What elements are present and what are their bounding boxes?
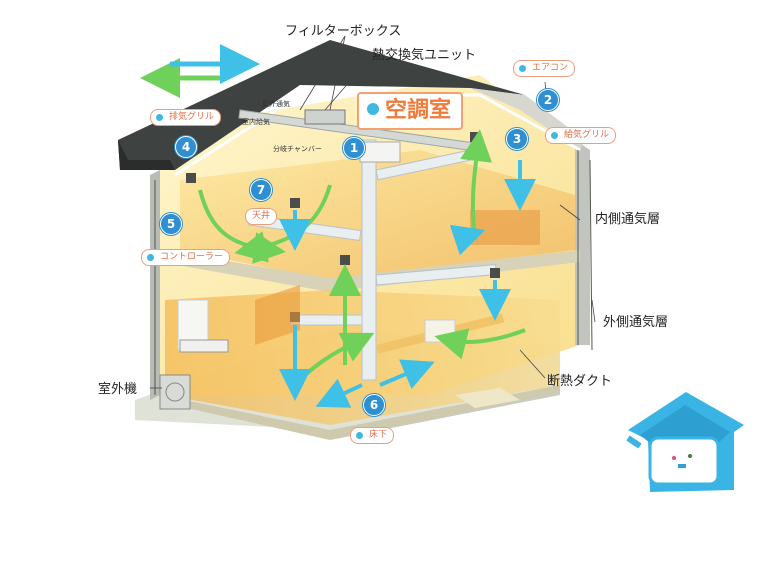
small-label-chamber: 分岐チャンバー (273, 145, 322, 153)
leader-line (591, 299, 596, 323)
label-outer-vent-layer: 外側通気層 (603, 315, 669, 330)
tag-exhaust-grille-text: 排気グリル (169, 112, 215, 122)
number-badge-3: 3 (506, 128, 528, 150)
aircon-unit-box (359, 141, 401, 163)
marker-dot-icon (147, 254, 154, 261)
small-label-indoor-vent: 室内給気 (242, 118, 270, 126)
green-flow-arrow (198, 189, 286, 264)
label-insulated-duct: 断熱ダクト (547, 374, 613, 389)
heat-exchange-unit-box (304, 109, 346, 125)
grille-square (470, 132, 480, 142)
tag-ceiling: 天井 (245, 208, 278, 225)
tag-aircon: エアコン (513, 60, 576, 77)
leader-line (559, 204, 581, 221)
bed-shape (470, 210, 540, 245)
right-outer-vent-line (589, 159, 593, 351)
roof-edge (118, 140, 175, 170)
number-badge-1: 1 (343, 137, 365, 159)
tag-ceiling-text: 天井 (252, 211, 271, 221)
leader-line (324, 57, 371, 111)
number-badge-5: 5 (160, 213, 182, 235)
label-inner-vent-layer: 内側通気層 (595, 212, 661, 227)
leader-line (519, 349, 546, 379)
tag-underfloor: 床下 (350, 427, 395, 444)
tag-controller: コントローラー (141, 249, 231, 266)
right-outer-wall (575, 140, 590, 345)
grille-square (490, 268, 500, 278)
tag-supply-grille-text: 給気グリル (564, 130, 610, 140)
supply-flow-arrow (315, 378, 363, 408)
leader-line (329, 35, 346, 111)
marker-dot-icon (156, 114, 163, 121)
label-main-room: 空調室 (357, 92, 464, 130)
small-label-outside-vent: 屋外通気 (262, 100, 290, 108)
tag-aircon-text: エアコン (532, 63, 569, 73)
basement-step (455, 388, 520, 408)
number-badge-4: 4 (175, 136, 197, 158)
grille-square (186, 173, 196, 183)
marker-dot-icon (551, 132, 558, 139)
supply-flow-arrow (449, 224, 486, 256)
mascot-house-icon (626, 392, 744, 492)
supply-flow-arrow (379, 359, 435, 389)
grille-square (340, 255, 350, 265)
tag-exhaust-grille: 排気グリル (150, 109, 222, 126)
main-vertical-duct (361, 139, 377, 381)
outdoor-unit-shape (159, 374, 191, 410)
marker-dot-icon (367, 103, 379, 115)
roof-dark (118, 40, 525, 170)
main-room-text: 空調室 (385, 98, 452, 123)
label-heat-exchange-unit: 熱交換気ユニット (372, 48, 477, 63)
number-badge-2: 2 (537, 89, 559, 111)
stair-shape (255, 285, 300, 345)
label-filter-box: フィルターボックス (285, 24, 402, 39)
number-badge-6: 6 (363, 394, 385, 416)
outdoor-unit-fan (165, 382, 185, 402)
grille-square (290, 198, 300, 208)
tag-underfloor-text: 床下 (369, 430, 388, 440)
tag-controller-text: コントローラー (160, 252, 224, 262)
marker-dot-icon (519, 65, 526, 72)
green-flow-arrow (434, 328, 526, 360)
number-badge-7: 7 (250, 179, 272, 201)
branch-duct-lower-left (289, 314, 363, 326)
leader-line (299, 35, 346, 111)
tag-supply-grille: 給気グリル (545, 127, 617, 144)
heater-shape (179, 339, 229, 353)
marker-dot-icon (356, 432, 363, 439)
label-outdoor-unit: 室外機 (98, 382, 138, 397)
